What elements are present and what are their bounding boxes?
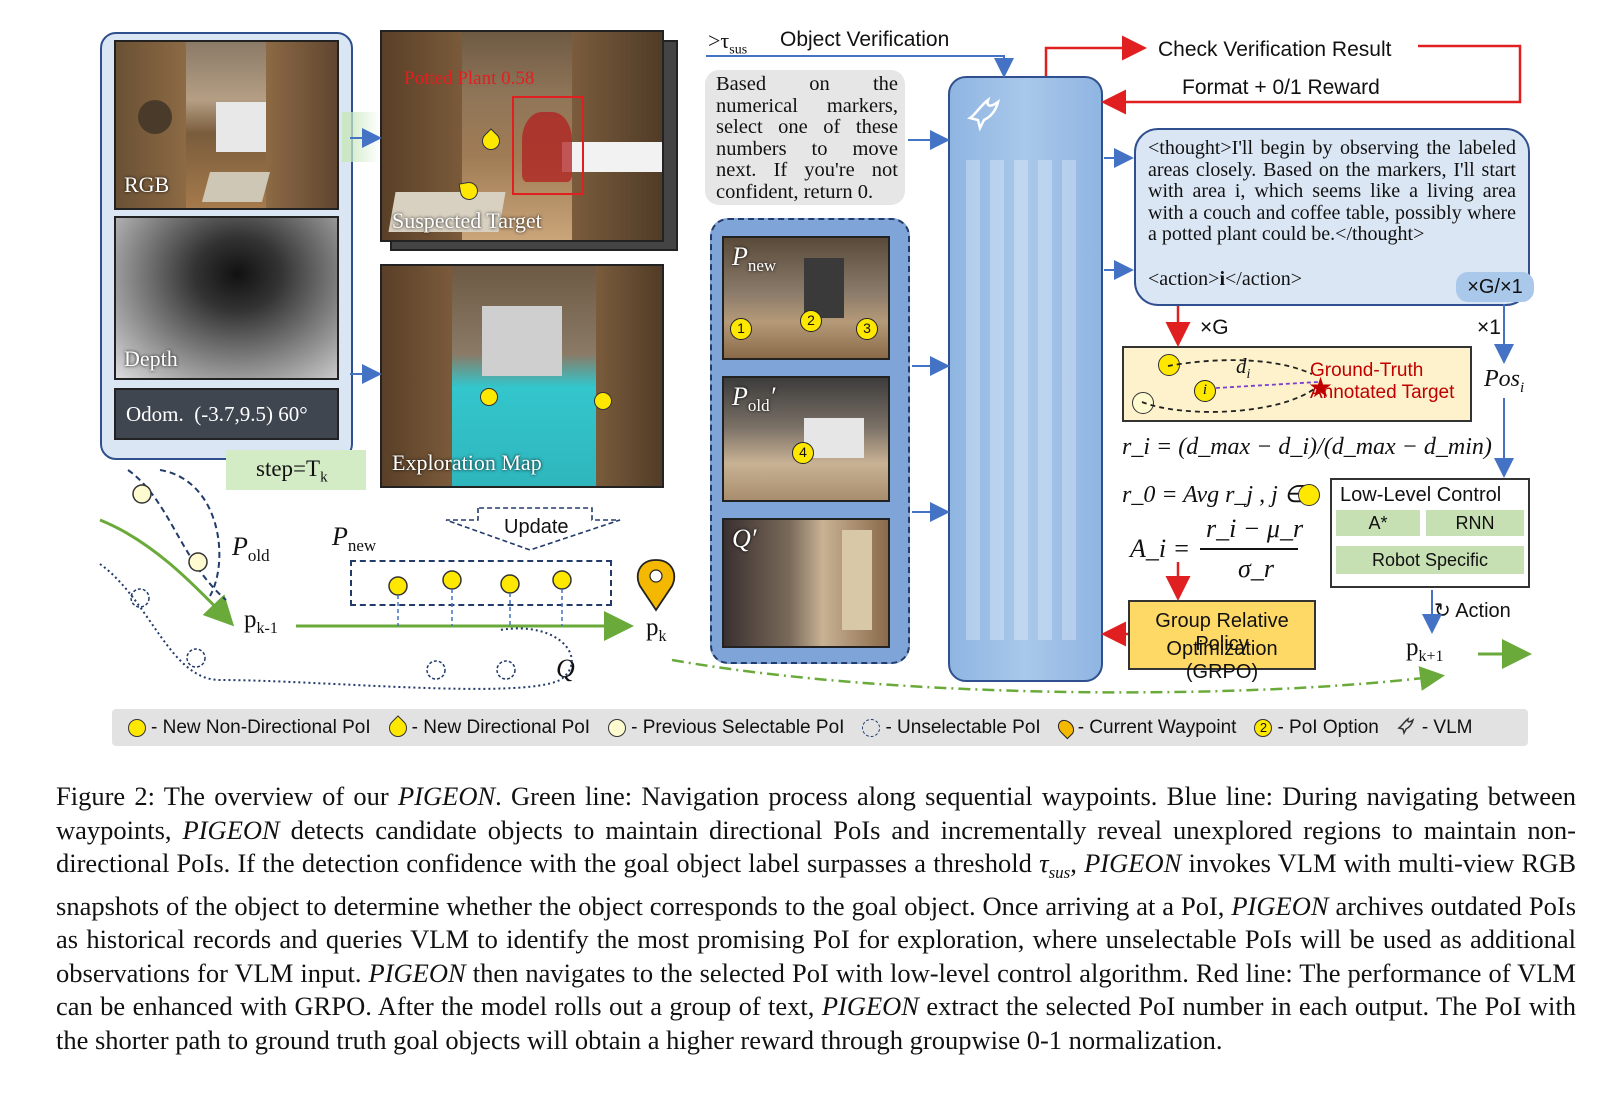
prompt-box [705, 70, 905, 205]
q-label: Q [556, 654, 575, 683]
action-label: ↻ Action [1434, 600, 1511, 622]
legend-item: - New Non-Directional PoI [128, 717, 371, 739]
figure-caption: Figure 2: The overview of our PIGEON. Gr… [56, 781, 1577, 1055]
annotated-target-label: Annotated Target [1310, 382, 1455, 403]
advantage-denominator: σ_r [1238, 554, 1274, 583]
poi-option-icon: 1 [730, 318, 752, 340]
group-badge: ×G/×1 [1456, 272, 1534, 302]
pk-1-label: p [244, 606, 257, 633]
odometry-label: Odom. (-3.7,9.5) 60° [126, 402, 308, 426]
robot-specific-chip: Robot Specific [1336, 546, 1524, 574]
legend-item: - Previous Selectable PoI [608, 717, 844, 739]
step-sub: k [320, 469, 328, 486]
xg-label: ×G [1200, 316, 1229, 339]
object-verification-label: Object Verification [780, 28, 950, 51]
q-view-label: Q′ [732, 524, 757, 553]
tau-label: >τsus [708, 28, 748, 58]
detection-box [512, 96, 584, 195]
pos-label: Pos [1484, 366, 1520, 392]
q-view: Q′ [722, 518, 890, 648]
legend-item: - New Directional PoI [384, 714, 590, 741]
non-directional-poi-icon [1298, 484, 1320, 506]
vlm-icon [966, 92, 1006, 132]
previous-selectable-poi-icon [608, 718, 627, 737]
p-old-view-label: P [732, 382, 748, 411]
odometry-box: Odom. (-3.7,9.5) 60° [114, 388, 339, 440]
advantage-numerator: r_i − μ_r [1206, 514, 1304, 543]
detection-label: Potted Plant 0.58 [404, 68, 535, 89]
poi-option-icon: 4 [792, 442, 814, 464]
vlm-icon [1397, 715, 1417, 741]
step-label [226, 450, 366, 490]
step-text: step=T [256, 456, 321, 481]
poi-option-icon: i [1194, 380, 1216, 402]
legend-item: 2- PoI Option [1254, 717, 1379, 739]
vlm-block [948, 76, 1103, 682]
poi-option-icon: 3 [856, 318, 878, 340]
potted-plant-icon [522, 112, 572, 182]
d-i-label: d [1236, 354, 1247, 378]
reward-formula: r_i = (d_max − d_i)/(d_max − d_min) [1122, 434, 1492, 460]
thought-text: <thought>I'll begin by observing the lab… [1148, 137, 1516, 245]
p-old-view: Pold′ 4 [722, 376, 890, 502]
poi-option-icon: 2 [1254, 718, 1273, 737]
astar-chip: A* [1336, 510, 1420, 536]
p-new-view-label: P [732, 242, 748, 271]
rnn-chip: RNN [1426, 510, 1524, 536]
p-new-label: P [332, 522, 348, 551]
ground-truth-label: Ground-Truth [1310, 360, 1424, 381]
ground-truth-box [1122, 346, 1472, 422]
path-lines [1141, 359, 1319, 413]
check-verification-label: Check Verification Result [1158, 38, 1392, 61]
poi-option-icon: 2 [800, 310, 822, 332]
pk1-label: p [1406, 634, 1419, 661]
grpo-label-2: Optimization (GRPO) [1166, 638, 1278, 683]
prompt-text: Based on the numerical markers, select o… [716, 73, 898, 203]
update-label: Update [504, 516, 569, 538]
legend-item: - Current Waypoint [1054, 716, 1236, 739]
p-old-label: P [232, 532, 248, 561]
legend-bar: - New Non-Directional PoI - New Directio… [112, 709, 1528, 746]
depth-image: Depth [114, 216, 339, 380]
action-text: <action>i</action> [1148, 268, 1302, 290]
p-new-buffer [350, 560, 612, 606]
non-directional-poi-icon [594, 392, 612, 410]
pk-label: p [646, 614, 659, 641]
legend-item: - Unselectable PoI [862, 717, 1041, 739]
rgb-image: RGB [114, 40, 339, 210]
depth-label: Depth [124, 346, 178, 371]
new-directional-poi-icon [384, 714, 411, 741]
new-non-directional-poi-icon [128, 718, 146, 737]
legend-item: - VLM [1397, 715, 1473, 741]
rgb-label: RGB [124, 172, 170, 197]
grpo-box [1128, 600, 1316, 670]
format-reward-label: Format + 0/1 Reward [1182, 76, 1380, 99]
suspected-target-image: Potted Plant 0.58 Suspected Target [380, 30, 664, 242]
exploration-map-image: Exploration Map [380, 264, 664, 488]
advantage-lhs: A_i = [1130, 534, 1191, 563]
x1-label: ×1 [1477, 316, 1501, 339]
unselectable-poi-icon [862, 718, 881, 737]
exploration-label: Exploration Map [392, 450, 542, 475]
r0-formula: r_0 = Avg r_j , j ∈ [1122, 482, 1305, 508]
refresh-icon: ↻ [1434, 600, 1456, 622]
p-new-view: Pnew 1 2 3 [722, 236, 890, 360]
grpo-label-1: Group Relative Policy [1155, 610, 1289, 655]
current-waypoint-icon [1054, 716, 1078, 739]
target-star-icon: ★ [1308, 372, 1334, 403]
suspected-label: Suspected Target [392, 208, 542, 233]
non-directional-poi-icon [480, 388, 498, 406]
low-level-control-label: Low-Level Control [1340, 484, 1502, 506]
